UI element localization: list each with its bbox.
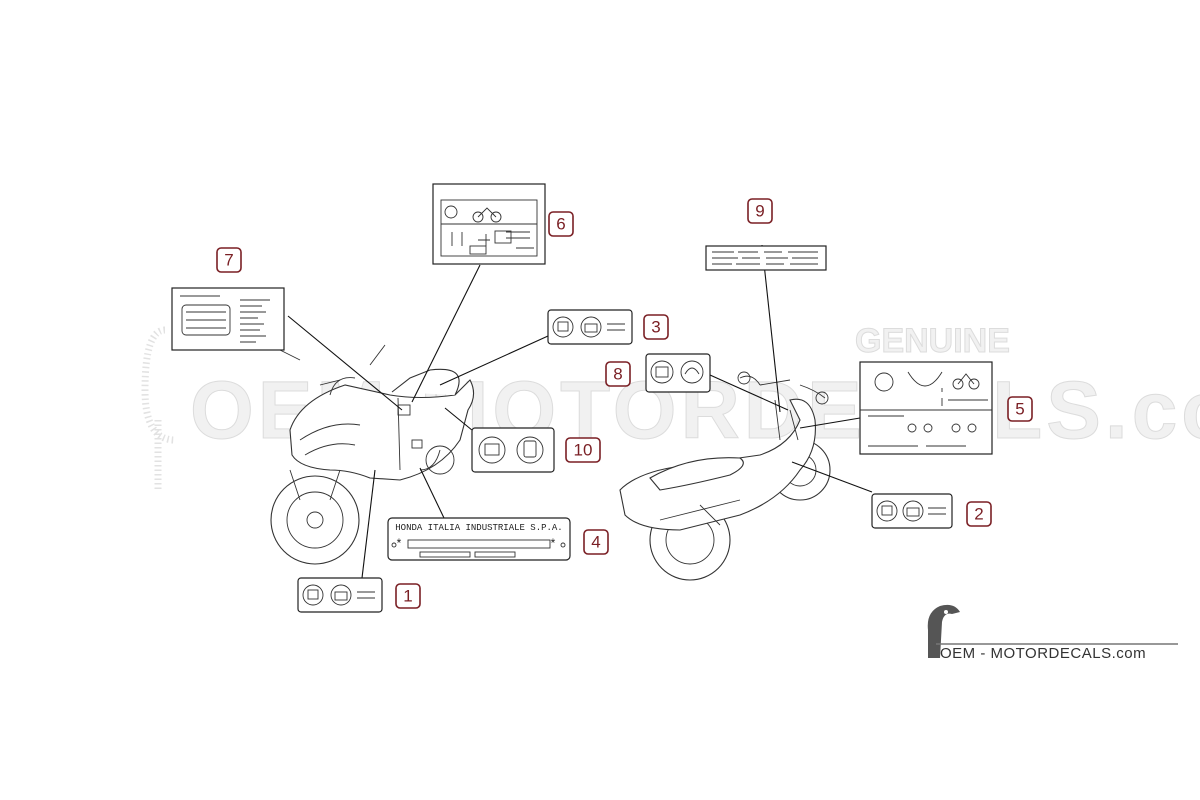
svg-text:5: 5 — [1015, 400, 1024, 419]
manual-icon — [552, 316, 574, 338]
callout-8: 8 — [605, 361, 631, 387]
callout-3: 3 — [643, 314, 669, 340]
svg-text:1: 1 — [403, 587, 412, 606]
battery-icon — [330, 584, 352, 606]
helmet-icon — [680, 360, 704, 384]
scooter-front-view — [270, 344, 475, 565]
plate-star-right: * — [551, 536, 556, 550]
leader-6 — [411, 264, 481, 403]
leader-5 — [799, 417, 861, 429]
callout-2: 2 — [966, 501, 992, 527]
leader-lines — [287, 244, 873, 579]
manual-icon — [874, 372, 894, 392]
decal-6 — [432, 183, 546, 265]
decal-3 — [547, 309, 633, 345]
callout-9: 9 — [747, 198, 773, 224]
manual-icon — [478, 436, 506, 464]
leader-9 — [761, 244, 781, 413]
leader-3 — [439, 335, 549, 386]
scooter-rear-view — [619, 371, 831, 581]
svg-text:7: 7 — [224, 251, 233, 270]
leader-4 — [419, 467, 445, 519]
leader-1 — [361, 469, 376, 579]
watermark-badge: GENUINE — [855, 322, 1010, 360]
decal-5 — [859, 361, 993, 455]
svg-text:10: 10 — [574, 441, 593, 460]
manual-icon — [302, 584, 324, 606]
decal-7 — [171, 287, 285, 351]
decal-4-plate: HONDA ITALIA INDUSTRIALE S.P.A. * * — [387, 517, 571, 561]
manual-icon — [876, 500, 898, 522]
callout-1: 1 — [395, 583, 421, 609]
fuel-icon — [516, 436, 544, 464]
decal-9 — [705, 245, 827, 271]
leader-7 — [287, 315, 403, 411]
plate-star-left: * — [397, 536, 402, 550]
brand-name: OEM - MOTORDECALS.com — [940, 645, 1147, 662]
callout-6: 6 — [548, 211, 574, 237]
callout-5: 5 — [1007, 396, 1033, 422]
svg-text:2: 2 — [974, 505, 983, 524]
plate-maker-text: HONDA ITALIA INDUSTRIALE S.P.A. — [395, 523, 562, 533]
decal-1 — [297, 577, 383, 613]
decal-2 — [871, 493, 953, 529]
battery-icon — [902, 500, 924, 522]
svg-text:3: 3 — [651, 318, 660, 337]
callout-7: 7 — [216, 247, 242, 273]
svg-text:9: 9 — [755, 202, 764, 221]
svg-text:8: 8 — [613, 365, 622, 384]
watermark-toucan-mark — [141, 326, 176, 490]
leader-2 — [791, 461, 873, 493]
battery-icon — [580, 316, 602, 338]
callout-4: 4 — [583, 529, 609, 555]
manual-icon — [444, 205, 458, 219]
decal-8 — [645, 353, 711, 393]
svg-text:4: 4 — [591, 533, 600, 552]
svg-text:6: 6 — [556, 215, 565, 234]
callout-10: 10 — [565, 437, 601, 463]
decal-10 — [471, 427, 555, 473]
manual-icon — [650, 360, 674, 384]
leader-8 — [709, 374, 789, 411]
tire-icon — [907, 371, 943, 387]
brand-logo — [927, 604, 1178, 658]
